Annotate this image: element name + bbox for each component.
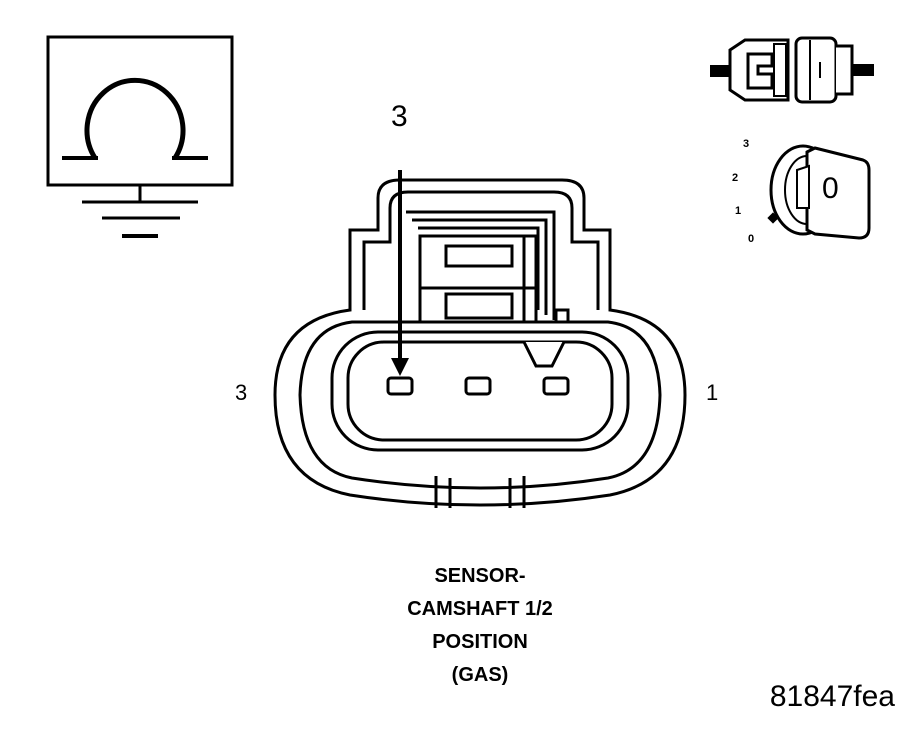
ignition-position-2: 2 [732,172,739,184]
figure-code: 81847fea [769,680,895,713]
connector-face-drawing [273,170,687,508]
connector-disconnected-icon [710,36,874,104]
ignition-position-0: 0 [748,233,755,245]
pin-right-label: 1 [706,380,719,405]
pin-left-label: 3 [235,380,248,405]
caption-line-1: SENSOR- [434,565,526,587]
ohmmeter-ground-icon [46,35,234,238]
ignition-key-off-icon [767,144,871,240]
connector-caption: SENSOR- CAMSHAFT 1/2 POSITION (GAS) [330,560,630,692]
caption-line-3: POSITION [432,631,528,653]
ignition-position-1: 1 [735,205,742,217]
caption-line-4: (GAS) [451,664,509,686]
ignition-position-3: 3 [743,138,750,150]
ignition-key-symbol: 0 [822,172,839,205]
caption-line-2: CAMSHAFT 1/2 [407,598,553,620]
arrow-pin-label: 3 [391,100,408,133]
